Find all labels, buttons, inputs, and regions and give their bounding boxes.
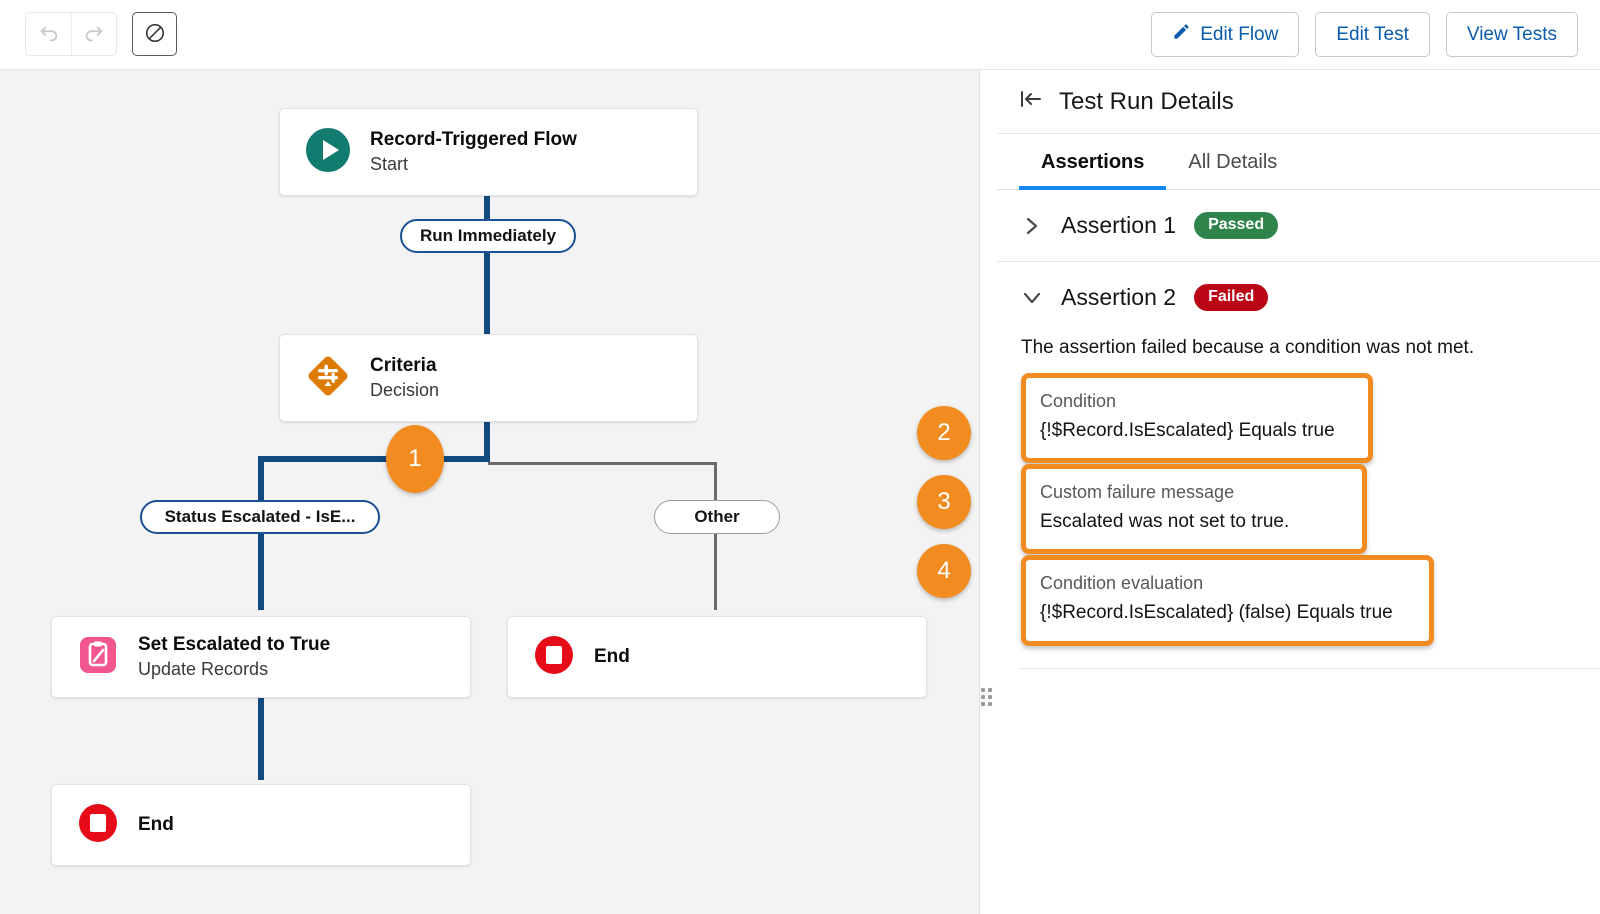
field-condition: Condition {!$Record.IsEscalated} Equals … (1021, 373, 1373, 464)
field-custom-failure-message-label: Custom failure message (1040, 482, 1235, 503)
redo-arrow-icon (83, 23, 105, 45)
edit-test-label: Edit Test (1336, 23, 1409, 45)
callout-badge-2: 2 (917, 406, 971, 460)
connector-start-to-decision (484, 196, 490, 386)
callout-3-number: 3 (937, 488, 951, 515)
chevron-right-icon[interactable] (1021, 215, 1043, 237)
flow-node-end-main[interactable]: End (51, 784, 471, 866)
callout-1-number: 1 (408, 445, 422, 472)
panel-title: Test Run Details (1059, 87, 1234, 115)
undo-redo-group (25, 12, 117, 56)
pill-run-immediately[interactable]: Run Immediately (400, 219, 576, 253)
edit-flow-button[interactable]: Edit Flow (1151, 12, 1300, 57)
end-stop-icon (532, 633, 576, 682)
chevron-down-icon[interactable] (1021, 290, 1043, 306)
end-other-node-title: End (594, 646, 630, 667)
update-records-icon (76, 633, 120, 682)
callout-badge-1: 1 (386, 425, 444, 493)
tab-assertions-label: Assertions (1041, 150, 1145, 173)
pill-run-immediately-label: Run Immediately (419, 226, 557, 245)
tab-all-details[interactable]: All Details (1166, 134, 1299, 190)
end-stop-icon (76, 801, 120, 850)
redo-button[interactable] (71, 13, 116, 55)
flow-node-start[interactable]: Record-Triggered Flow Start (279, 108, 698, 196)
decision-diamond-icon (304, 352, 352, 405)
assertion-2-label: Assertion 2 (1061, 284, 1177, 310)
canvas-right-gutter (979, 70, 997, 914)
assertion-row-2[interactable]: Assertion 2 Failed (997, 262, 1600, 319)
callout-badge-3: 3 (917, 475, 971, 529)
play-circle-icon (304, 126, 352, 179)
assertion-1-label: Assertion 1 (1061, 212, 1177, 238)
field-custom-failure-message: Custom failure message Escalated was not… (1021, 464, 1367, 555)
panel-resize-handle-icon[interactable] (981, 688, 995, 710)
undo-arrow-icon (38, 23, 60, 45)
flow-node-end-other[interactable]: End (507, 616, 927, 698)
edit-flow-label: Edit Flow (1200, 23, 1279, 45)
connector-branch-left-vertical (258, 456, 264, 528)
test-run-details-panel: Test Run Details Assertions All Details … (997, 70, 1600, 914)
decision-node-title: Criteria (370, 354, 437, 376)
toolbar-actions: Edit Flow Edit Test View Tests (1151, 12, 1578, 57)
assertion-row-1[interactable]: Assertion 1 Passed (997, 190, 1600, 262)
field-condition-evaluation-label: Condition evaluation (1040, 573, 1204, 594)
start-node-subtitle: Start (370, 154, 409, 175)
tab-all-details-label: All Details (1188, 150, 1278, 173)
end-main-node-title: End (138, 814, 174, 835)
view-tests-button[interactable]: View Tests (1445, 12, 1578, 57)
pill-status-escalated-label: Status Escalated - IsE... (164, 507, 356, 526)
field-condition-value: {!$Record.IsEscalated} Equals true (1040, 419, 1335, 441)
view-tests-label: View Tests (1466, 23, 1557, 45)
assertion-2-divider (1019, 667, 1600, 669)
flow-node-update-records[interactable]: Set Escalated to True Update Records (51, 616, 471, 698)
connector-escalated-to-update (258, 532, 264, 610)
assertion-failure-message: The assertion failed because a condition… (1021, 337, 1475, 358)
callout-2-number: 2 (937, 419, 951, 446)
field-condition-evaluation: Condition evaluation {!$Record.IsEscalat… (1021, 555, 1434, 646)
top-toolbar: Edit Flow Edit Test View Tests (0, 0, 1600, 70)
assertion-2-status-badge: Failed (1194, 284, 1269, 311)
connector-update-to-end (258, 688, 264, 780)
field-condition-label: Condition (1040, 391, 1117, 411)
connector-branch-right-vertical (714, 462, 717, 520)
pill-status-escalated[interactable]: Status Escalated - IsE... (140, 500, 380, 534)
panel-tabs: Assertions All Details (997, 134, 1600, 190)
assertion-1-status-badge: Passed (1194, 212, 1279, 239)
tab-assertions[interactable]: Assertions (1019, 134, 1167, 190)
edit-test-button[interactable]: Edit Test (1315, 12, 1430, 57)
flow-node-decision[interactable]: Criteria Decision (279, 334, 698, 422)
panel-header: Test Run Details (997, 70, 1600, 134)
debug-stop-button[interactable] (132, 12, 177, 56)
no-entry-debug-icon (144, 22, 166, 47)
connector-other-to-end (714, 530, 717, 610)
assertion-2-body: The assertion failed because a condition… (997, 337, 1600, 669)
update-node-subtitle: Update Records (138, 659, 269, 680)
pill-other-label: Other (694, 507, 740, 526)
field-custom-failure-message-value: Escalated was not set to true. (1040, 510, 1290, 532)
connector-decision-stub (484, 410, 490, 462)
connector-branch-left-horizontal (258, 456, 490, 462)
collapse-panel-icon[interactable] (1019, 89, 1043, 114)
flow-canvas[interactable]: Record-Triggered Flow Start Run Immediat… (0, 70, 979, 914)
field-condition-evaluation-value: {!$Record.IsEscalated} (false) Equals tr… (1040, 602, 1393, 624)
callout-badge-4: 4 (917, 544, 971, 598)
pencil-icon (1172, 22, 1191, 47)
decision-node-subtitle: Decision (370, 380, 440, 401)
callout-4-number: 4 (937, 557, 951, 584)
pill-other[interactable]: Other (654, 500, 780, 534)
connector-branch-right-horizontal (488, 462, 716, 465)
update-node-title: Set Escalated to True (138, 633, 331, 655)
start-node-title: Record-Triggered Flow (370, 128, 577, 150)
undo-button[interactable] (26, 13, 71, 55)
